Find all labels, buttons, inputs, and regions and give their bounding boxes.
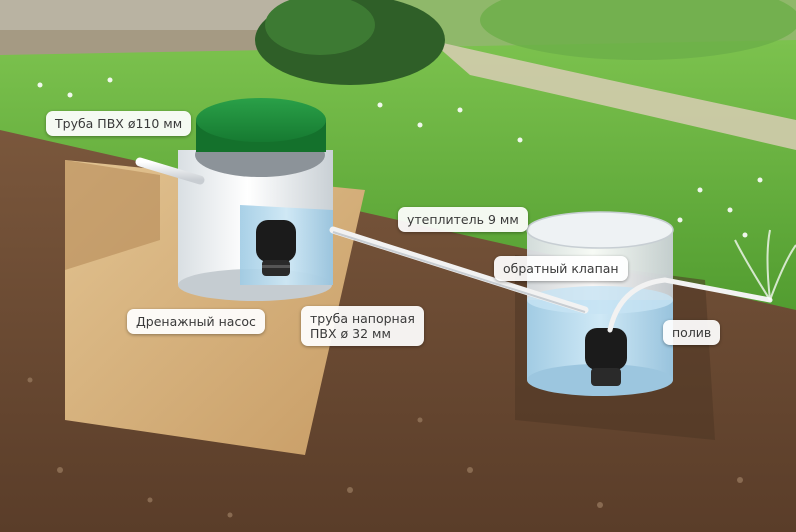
check-valve-pump <box>585 328 627 386</box>
tree-leaves <box>480 0 796 60</box>
pebbles <box>27 377 743 518</box>
watering-pipe <box>607 277 773 333</box>
drainage-pump <box>256 220 296 276</box>
label-pressure-pipe-line2: ПВХ ø 32 мм <box>310 326 391 341</box>
pressure-pipe <box>329 226 589 314</box>
garden-path <box>430 40 796 150</box>
label-check-valve: обратный клапан <box>494 256 628 281</box>
label-watering: полив <box>663 320 721 345</box>
label-drain-pump: Дренажный насос <box>127 309 265 334</box>
label-pressure-pipe-line1: труба напорная <box>310 311 415 326</box>
label-pvc-pipe: Труба ПВХ ø110 мм <box>46 111 192 136</box>
pvc-inlet-pipe <box>135 157 205 185</box>
label-insulation: утеплитель 9 мм <box>398 207 528 232</box>
drainage-well <box>178 98 333 301</box>
sprinkler-spray <box>734 229 796 301</box>
well-lid <box>196 98 326 142</box>
flowers <box>37 77 763 238</box>
label-pressure-pipe: труба напорная ПВХ ø 32 мм <box>301 306 424 346</box>
